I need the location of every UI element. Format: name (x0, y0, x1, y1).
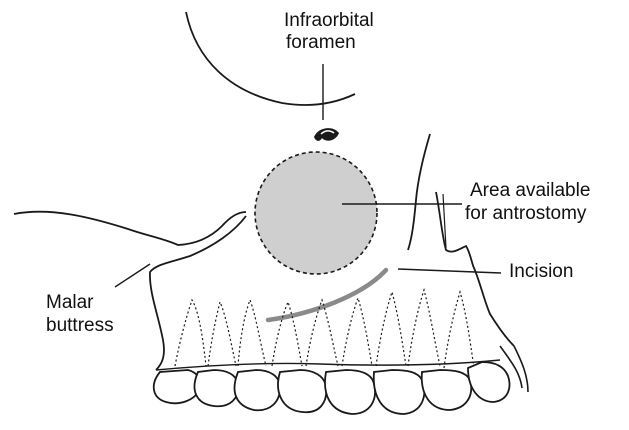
cheek-upper-contour (14, 212, 246, 245)
tooth-crown (278, 370, 326, 412)
tooth-root (444, 292, 474, 368)
antrostomy-area-circle (255, 152, 377, 274)
tooth-crown (195, 370, 239, 406)
antrostomy-label-line1: Area available (470, 180, 590, 202)
tooth-crown (325, 370, 375, 414)
tooth-crowns (154, 362, 510, 414)
tooth-root (376, 292, 406, 366)
tooth-root (408, 290, 440, 366)
tooth-root (238, 300, 266, 366)
tooth-root (342, 298, 372, 366)
tooth-roots (175, 290, 474, 368)
tooth-root (208, 302, 236, 366)
tooth-root (175, 300, 206, 366)
incision-line (268, 270, 386, 320)
tooth-root (272, 302, 302, 366)
infraorbital-label-line1: Infraorbital (284, 10, 374, 32)
maxilla-right-contour (408, 134, 430, 250)
malar-label-line1: Malar (46, 292, 94, 314)
tooth-crown (422, 370, 471, 410)
tooth-crown (235, 370, 280, 410)
infraorbital-label-line2: foramen (286, 32, 356, 54)
tooth-crown (154, 370, 201, 403)
malar-leader-line (115, 264, 150, 287)
incision-label: Incision (509, 261, 573, 283)
malar-label-line2: buttress (46, 315, 114, 337)
antrostomy-label-line2: for antrostomy (465, 203, 586, 225)
incision-leader-line (398, 269, 501, 273)
tooth-crown (468, 362, 509, 402)
infraorbital-foramen-shape (314, 128, 339, 141)
tooth-crown (374, 370, 425, 414)
